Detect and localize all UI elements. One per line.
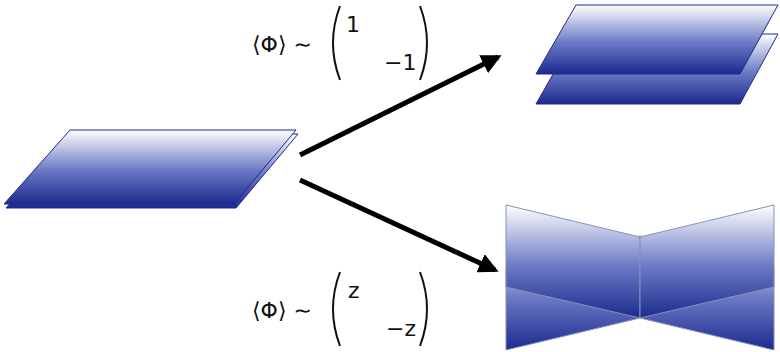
matrix-bracket — [333, 6, 340, 80]
matrix-entry: z — [348, 280, 360, 302]
plane-wing — [506, 205, 640, 318]
matrix-entry: −z — [386, 318, 416, 340]
plane — [536, 5, 778, 74]
matrix-entry: −1 — [384, 52, 416, 74]
matrix-bracket — [420, 6, 427, 80]
arrow — [300, 180, 495, 270]
plane-wing — [640, 205, 774, 318]
expectation-value: ⟨Φ⟩ ∼ — [252, 300, 312, 322]
expectation-value: ⟨Φ⟩ ∼ — [252, 34, 312, 56]
matrix-bracket — [420, 272, 427, 346]
matrix-entry: 1 — [346, 14, 360, 36]
matrix-bracket — [333, 272, 340, 346]
plane — [4, 130, 296, 204]
